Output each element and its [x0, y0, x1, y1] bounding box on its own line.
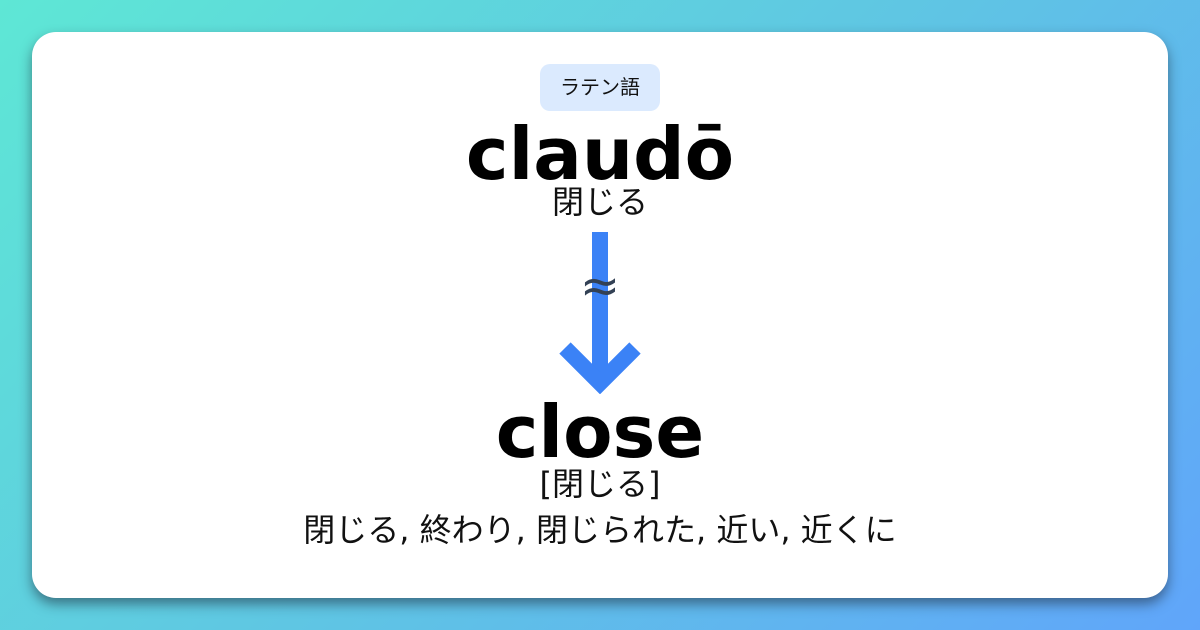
- target-bracket-gloss: [閉じる]: [539, 465, 661, 503]
- target-meanings: 閉じる, 終わり, 閉じられた, 近い, 近くに: [303, 511, 897, 549]
- source-word: claudō: [465, 112, 735, 196]
- source-gloss: 閉じる: [551, 183, 648, 221]
- arrow-down-icon: [559, 232, 641, 394]
- language-badge: ラテン語: [540, 64, 660, 111]
- target-word: close: [495, 390, 705, 474]
- approx-icon: ≈: [579, 258, 621, 314]
